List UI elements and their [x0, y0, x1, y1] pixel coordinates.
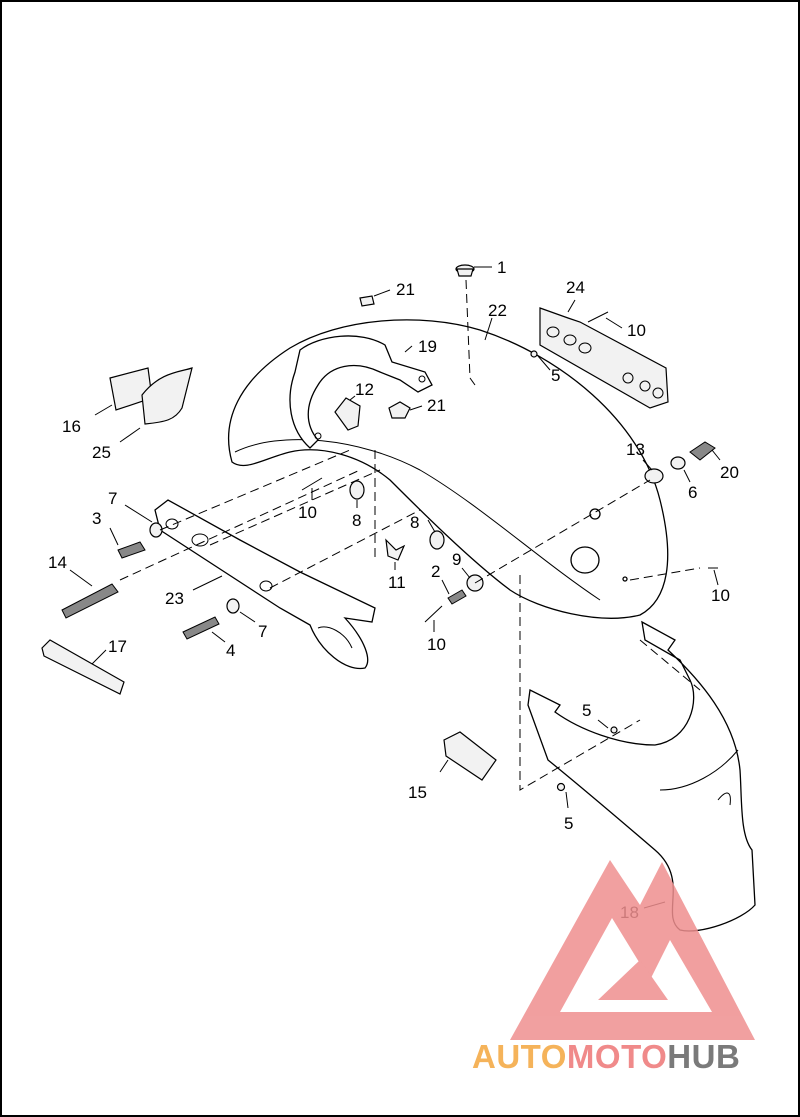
leader-lines — [69, 266, 721, 909]
small-parts — [41, 264, 718, 792]
watermark-moto: MOTO — [567, 1038, 667, 1075]
callout-12: 12 — [355, 380, 374, 399]
callout-22: 22 — [488, 301, 507, 320]
watermark-triangle-outer — [510, 860, 755, 1040]
callout-15: 15 — [408, 783, 427, 802]
watermark-logo — [510, 860, 755, 1040]
callout-14: 14 — [48, 553, 67, 572]
fender-extension — [527, 620, 756, 932]
support-bracket — [289, 335, 433, 449]
callout-5-mid: 5 — [582, 701, 591, 720]
callout-17: 17 — [108, 637, 127, 656]
callout-3: 3 — [92, 509, 101, 528]
rear-fender — [228, 319, 669, 619]
callout-8-left: 8 — [352, 511, 361, 530]
callout-24: 24 — [566, 278, 585, 297]
callout-8-right: 8 — [410, 513, 419, 532]
callout-9: 9 — [452, 550, 461, 569]
callout-10-left: 10 — [298, 503, 317, 522]
callout-labels: 1 21 22 24 10 19 5 12 21 16 25 13 20 6 1… — [48, 258, 739, 922]
watermark-auto: AUTO — [472, 1038, 567, 1075]
callout-5-top: 5 — [551, 366, 560, 385]
callout-5-bottom: 5 — [564, 814, 573, 833]
callout-25: 25 — [92, 443, 111, 462]
callout-10-right: 10 — [711, 586, 730, 605]
callout-4: 4 — [226, 641, 235, 660]
callout-19: 19 — [418, 337, 437, 356]
assembly-lines — [119, 279, 701, 791]
watermark-text: AUTOMOTOHUB — [472, 1038, 740, 1075]
callout-7-top: 7 — [108, 489, 117, 508]
callout-21-mid: 21 — [427, 396, 446, 415]
watermark-triangle-inner — [598, 960, 668, 1000]
callout-2: 2 — [431, 562, 440, 581]
callout-21-top: 21 — [396, 280, 415, 299]
callout-1: 1 — [497, 258, 506, 277]
fender-rail — [154, 499, 376, 670]
callout-11: 11 — [388, 573, 406, 592]
callout-13: 13 — [626, 440, 645, 459]
callout-16: 16 — [62, 417, 81, 436]
callout-6: 6 — [688, 483, 697, 502]
callout-20: 20 — [720, 463, 739, 482]
bracket-24 — [539, 307, 669, 409]
callout-10-top: 10 — [627, 321, 646, 340]
callout-7-bottom: 7 — [258, 622, 267, 641]
callout-10-bottom: 10 — [427, 635, 446, 654]
watermark-hub: HUB — [667, 1038, 740, 1075]
callout-23: 23 — [165, 589, 184, 608]
